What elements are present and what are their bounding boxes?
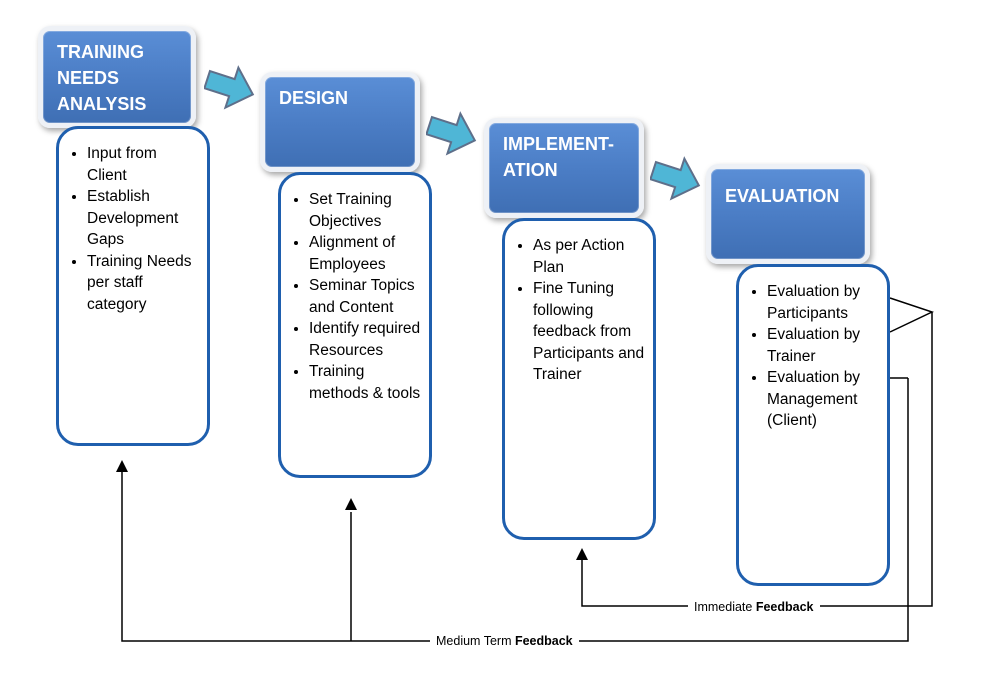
list-item: Evaluation by Management (Client)	[767, 367, 879, 432]
list-item: Input from Client	[87, 143, 199, 186]
stage-header-evaluation: EVALUATION	[706, 164, 870, 264]
list-item: As per Action Plan	[533, 235, 645, 278]
stage-list: Input from Client Establish Development …	[59, 129, 207, 315]
stage-header-design: DESIGN	[260, 72, 420, 172]
stage-box-evaluation: Evaluation by Participants Evaluation by…	[736, 264, 890, 586]
medium-term-feedback-label: Medium Term Feedback	[430, 634, 579, 648]
list-item: Set Training Objectives	[309, 189, 421, 232]
list-item: Evaluation by Trainer	[767, 324, 879, 367]
flow-arrow-3	[650, 156, 701, 201]
immediate-arrowhead-implementation	[576, 548, 588, 560]
list-item: Establish Development Gaps	[87, 186, 199, 251]
medium-term-arrowhead-analysis	[116, 460, 128, 472]
stage-header-training-needs-analysis: TRAINING NEEDS ANALYSIS	[38, 26, 196, 128]
stage-box-design: Set Training Objectives Alignment of Emp…	[278, 172, 432, 478]
list-item: Identify required Resources	[309, 318, 421, 361]
list-item: Alignment of Employees	[309, 232, 421, 275]
stage-list: As per Action Plan Fine Tuning following…	[505, 221, 653, 386]
stage-box-training-needs-analysis: Input from Client Establish Development …	[56, 126, 210, 446]
stage-list: Evaluation by Participants Evaluation by…	[739, 267, 887, 432]
list-item: Fine Tuning following feedback from Part…	[533, 278, 645, 386]
flow-arrow-2	[426, 111, 477, 156]
stage-header-implementation: IMPLEMENT- ATION	[484, 118, 644, 218]
list-item: Training Needs per staff category	[87, 251, 199, 316]
list-item: Training methods & tools	[309, 361, 421, 404]
list-item: Seminar Topics and Content	[309, 275, 421, 318]
medium-term-arrowhead-design	[345, 498, 357, 510]
stage-list: Set Training Objectives Alignment of Emp…	[281, 175, 429, 404]
immediate-feedback-label: Immediate Feedback	[688, 600, 820, 614]
stage-box-implementation: As per Action Plan Fine Tuning following…	[502, 218, 656, 540]
flow-arrow-1	[204, 65, 255, 110]
immediate-feedback-line	[889, 297, 935, 333]
list-item: Evaluation by Participants	[767, 281, 879, 324]
